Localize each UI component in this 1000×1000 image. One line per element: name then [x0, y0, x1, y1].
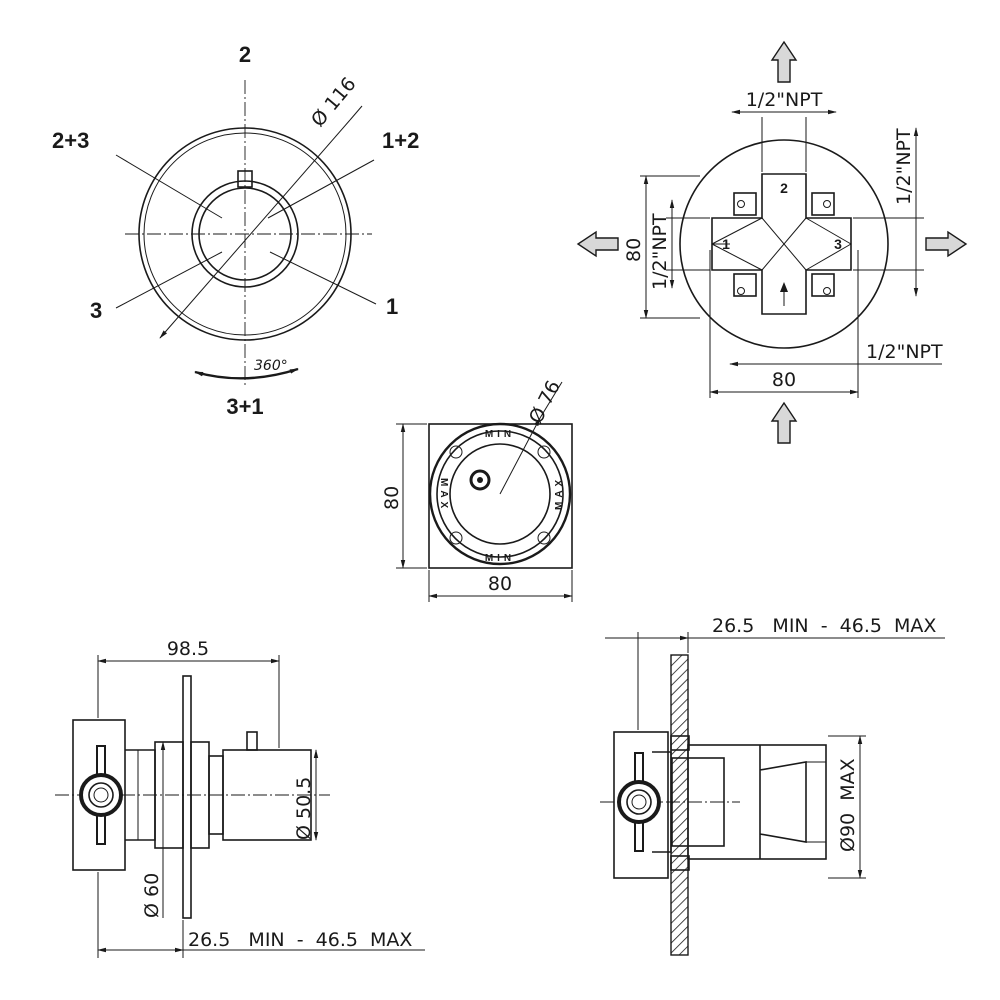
height-dim-label: 80	[623, 238, 645, 262]
middle-max-right: MAX	[554, 476, 565, 510]
length-dim-label: 98.5	[167, 638, 209, 660]
width-dim-label: 80	[772, 369, 796, 391]
front-port-1: 1	[386, 294, 398, 319]
middle-height-label: 80	[381, 486, 403, 510]
front-port-3-1: 3+1	[226, 394, 263, 419]
body-outer-circle	[679, 139, 889, 349]
front-port-1-2: 1+2	[382, 128, 419, 153]
middle-cartridge-icon	[469, 469, 491, 491]
outlet-label-3: 3	[834, 236, 842, 252]
front-port-2-3: 2+3	[52, 128, 89, 153]
side-view-right: 26.5 MIN - 46.5 MAX Ø90 MAX	[600, 615, 945, 956]
middle-width-label: 80	[488, 573, 512, 595]
front-outer-flange	[138, 127, 352, 341]
npt-left-label: 1/2"NPT	[649, 213, 671, 290]
middle-min-top: MIN	[485, 429, 515, 440]
middle-diameter-label: Ø 76	[525, 377, 565, 427]
front-port-3: 3	[90, 298, 102, 323]
outlet-label-2: 2	[780, 180, 788, 196]
flow-arrow-in-bottom-icon	[770, 401, 798, 444]
npt-right-label: 1/2"NPT	[893, 128, 915, 205]
diameter-50-label: Ø 50.5	[293, 777, 315, 840]
wall-range-right-label: 26.5 MIN - 46.5 MAX	[712, 615, 936, 637]
wall-range-left-label: 26.5 MIN - 46.5 MAX	[188, 929, 412, 951]
middle-outer-ring	[428, 422, 572, 566]
rotation-label: 360°	[254, 358, 288, 374]
front-view: Ø 116 2 1+2 2+3 3 1 3+1 360°	[52, 42, 419, 419]
diameter-60-label: Ø 60	[141, 873, 163, 918]
flow-arrow-up-icon	[770, 40, 798, 83]
middle-view: Ø 76 MIN MIN MAX MAX 80 80	[381, 377, 573, 602]
middle-min-bottom: MIN	[485, 553, 515, 564]
npt-bottom-label: 1/2"NPT	[866, 341, 943, 363]
side-view-left: 98.5 Ø 50.5 Ø 60 26.5 MIN - 46.5 MAX	[55, 638, 425, 958]
handle-body	[222, 749, 312, 841]
front-index-pin	[237, 170, 253, 188]
outlet-label-1: 1	[722, 236, 730, 252]
wall-hatch	[670, 654, 689, 956]
top-right-view: 2 1 3 1/2"NPT 1/2"NPT 80 1/2"NPT 1/2"NPT	[576, 40, 968, 444]
front-handle-ring	[191, 180, 299, 288]
middle-max-left: MAX	[438, 478, 449, 512]
npt-top-label: 1/2"NPT	[746, 89, 823, 111]
rotation-arrow-icon	[194, 367, 299, 380]
flow-arrow-left-icon	[576, 230, 619, 258]
front-diameter-label: Ø 116	[307, 73, 361, 131]
flow-arrow-right-icon	[925, 230, 968, 258]
diameter-90-label: Ø90 MAX	[837, 758, 859, 852]
wall-flange	[182, 675, 192, 919]
front-port-2: 2	[239, 42, 251, 67]
